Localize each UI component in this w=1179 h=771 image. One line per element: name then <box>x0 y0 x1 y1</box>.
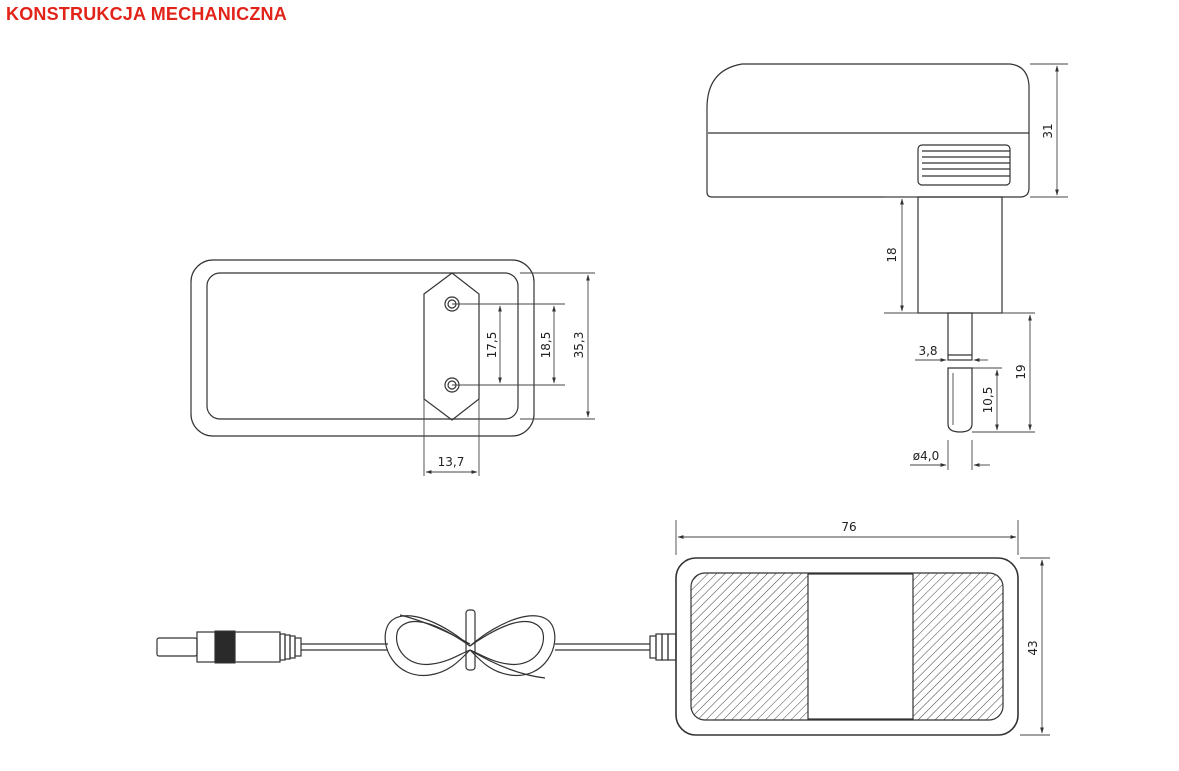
front-view: 17,5 18,5 35,3 13,7 <box>190 259 595 476</box>
dim-plug-height: 35,3 <box>572 332 586 359</box>
dim-body-width: 43 <box>1026 640 1040 655</box>
dim-plug-width: 13,7 <box>438 455 465 469</box>
pin-tip <box>947 367 973 433</box>
page-title: KONSTRUKCJA MECHANICZNA <box>6 4 287 24</box>
dim-body-length: 76 <box>841 520 856 534</box>
dim-pin-spacing: 17,5 <box>485 332 499 359</box>
dim-body-height: 31 <box>1041 123 1055 138</box>
dc-connector <box>156 630 302 664</box>
pin-base <box>947 312 973 361</box>
bottom-view: 76 43 <box>156 520 1050 736</box>
front-housing-inner <box>206 272 519 420</box>
bottom-housing-outer <box>675 557 1019 736</box>
dim-neck-height: 18 <box>885 247 899 262</box>
plug-neck <box>917 196 1003 314</box>
side-grip <box>917 144 1011 186</box>
dim-pin-neck: 3,8 <box>918 344 937 358</box>
side-housing <box>706 63 1030 198</box>
dim-pin-outer: 18,5 <box>539 332 553 359</box>
label-area <box>807 573 914 720</box>
front-housing-outer <box>190 259 535 437</box>
cable-bundle <box>384 609 556 679</box>
euro-plug-outline <box>423 272 480 421</box>
side-view: 31 18 19 10,5 3,8 ø4,0 <box>706 63 1068 470</box>
strain-relief <box>649 633 677 661</box>
dim-pin-tip: 10,5 <box>981 387 995 414</box>
dim-pin-diameter: ø4,0 <box>913 449 939 463</box>
dim-pin-length: 19 <box>1014 364 1028 379</box>
